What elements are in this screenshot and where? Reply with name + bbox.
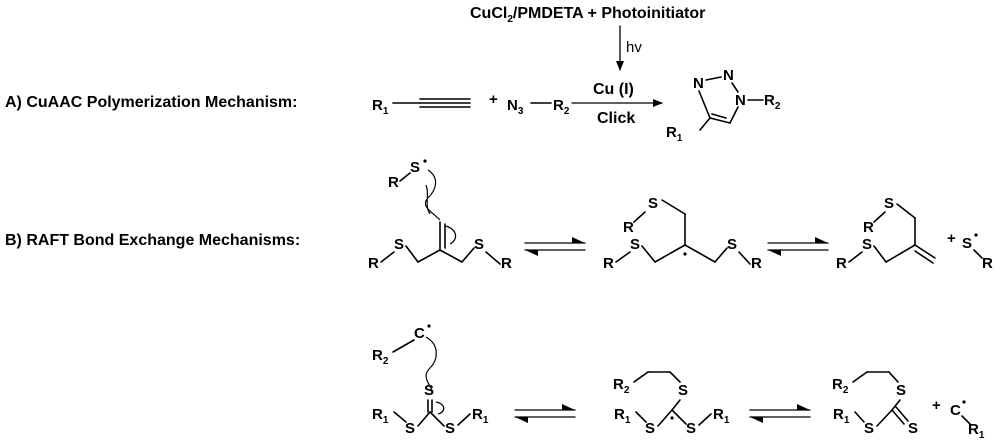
svg-text:R1: R1 (666, 124, 683, 144)
catalyst-label: Cu (I) (593, 81, 634, 98)
svg-text:S: S (630, 236, 640, 253)
svg-text:N: N (693, 75, 704, 92)
radical-intermediate: S R R S S R (603, 195, 762, 272)
svg-text:S: S (405, 420, 415, 437)
svg-text:S: S (648, 195, 658, 212)
svg-text:S: S (862, 236, 872, 253)
svg-text:R: R (982, 255, 993, 272)
svg-text:R: R (501, 255, 512, 272)
alkyne: R1 (372, 97, 471, 117)
svg-text:S: S (410, 159, 420, 176)
svg-text:S: S (686, 420, 696, 437)
svg-text:R1: R1 (372, 406, 389, 426)
svg-text:R1: R1 (968, 421, 985, 441)
condition-label: Click (597, 110, 635, 127)
svg-text:N: N (723, 67, 734, 84)
svg-text:R1: R1 (833, 406, 850, 426)
svg-text:S: S (678, 382, 688, 399)
trithiocarbonate-reactant: R1 S S S R1 (372, 382, 489, 437)
svg-text:S: S (645, 420, 655, 437)
svg-text:R1: R1 (472, 406, 489, 426)
allyl-sulfide-reactant: R S S R (368, 221, 512, 272)
svg-text:R2: R2 (613, 376, 630, 396)
svg-text:C: C (414, 325, 425, 342)
section-a-cuaac: A) CuAAC Polymerization Mechanism: CuCl2… (5, 5, 781, 144)
equilibrium-arrow-4 (749, 404, 811, 423)
thiyl-radical: R S (388, 159, 441, 221)
trithiocarbonate-intermediate: R2 S R1 S S R1 (613, 371, 730, 437)
allyl-sulfide-product: R S R S + S R (836, 195, 993, 272)
svg-text:R2: R2 (372, 347, 389, 367)
equilibrium-arrow-3 (514, 404, 576, 423)
svg-text:R1: R1 (614, 406, 631, 426)
svg-text:S: S (445, 420, 455, 437)
svg-text:N: N (735, 92, 746, 109)
svg-text:R: R (603, 255, 614, 272)
svg-text:R1: R1 (372, 97, 389, 117)
equilibrium-arrow-2 (767, 237, 829, 256)
triazole-product: N N N R1 R2 (666, 67, 781, 144)
svg-text:S: S (864, 420, 874, 437)
svg-text:R2: R2 (553, 97, 570, 117)
svg-text:R: R (623, 219, 634, 236)
section-b-raft: B) RAFT Bond Exchange Mechanisms: R S R … (5, 159, 993, 441)
plus-sign: + (489, 91, 498, 108)
svg-text:R: R (368, 255, 379, 272)
svg-text:R: R (863, 219, 874, 236)
svg-text:S: S (908, 420, 918, 437)
svg-text:S: S (424, 382, 434, 399)
azide: N3 R2 (507, 97, 570, 117)
svg-text:N3: N3 (507, 97, 524, 117)
svg-text:+: + (947, 230, 956, 247)
section-a-label: A) CuAAC Polymerization Mechanism: (5, 94, 297, 111)
svg-text:+: + (932, 397, 941, 414)
svg-text:S: S (394, 236, 404, 253)
reagents-text: CuCl2/PMDETA + Photoinitiator (470, 5, 705, 25)
trithiocarbonate-product: R2 S R1 S S + C R1 (832, 371, 985, 441)
svg-text:S: S (474, 236, 484, 253)
svg-text:S: S (896, 382, 906, 399)
svg-text:R2: R2 (832, 376, 849, 396)
svg-text:S: S (962, 235, 972, 252)
svg-text:R: R (388, 174, 399, 191)
svg-text:S: S (884, 195, 894, 212)
svg-text:R: R (751, 255, 762, 272)
svg-text:R1: R1 (713, 406, 730, 426)
svg-text:S: S (727, 236, 737, 253)
carbon-radical: R2 C (372, 324, 437, 391)
section-b-label: B) RAFT Bond Exchange Mechanisms: (5, 232, 300, 249)
svg-text:R2: R2 (764, 92, 781, 112)
svg-text:R: R (836, 255, 847, 272)
equilibrium-arrow (524, 237, 586, 256)
light-label: hv (626, 39, 642, 56)
svg-text:C: C (950, 402, 961, 419)
